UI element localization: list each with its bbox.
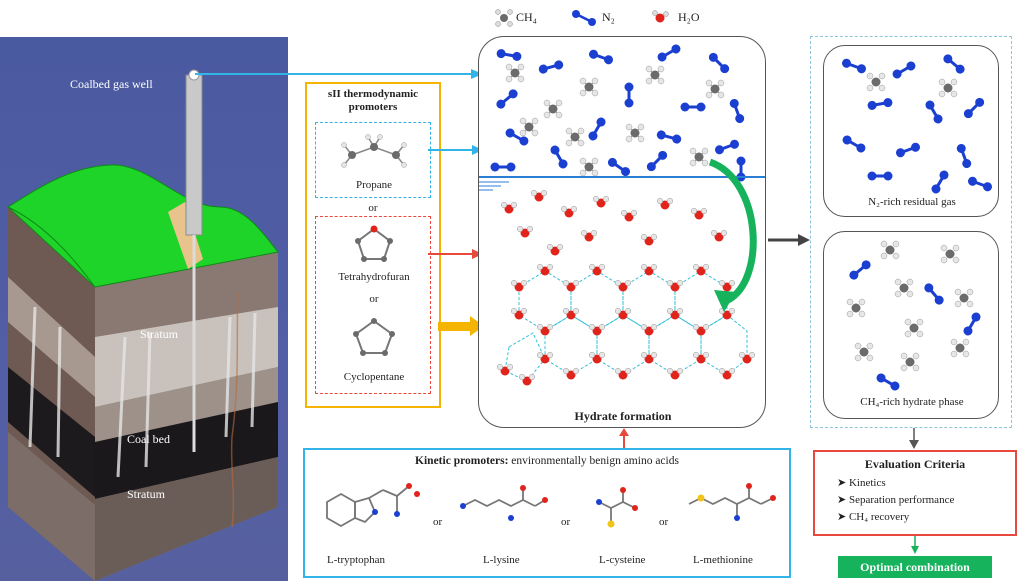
hydrate-phase-box: CH₄-rich hydrate phase (823, 231, 999, 419)
coal-bed-label: Coal bed (127, 432, 170, 446)
bullet-arrow-icon: ➤ (837, 494, 849, 506)
thermo-title: sII thermodynamic promoters (327, 88, 419, 113)
acid-label-lysine: L-lysine (483, 554, 520, 566)
thermo-promoters-panel: sII thermodynamic promoters Propane or T… (305, 82, 441, 408)
propane-label: Propane (355, 179, 393, 191)
thermo-or-2: or (369, 293, 379, 305)
cyclopentane-structure-icon (353, 318, 395, 356)
kinetic-title-rest: environmentally benign amino acids (511, 455, 679, 467)
well-arrow (195, 69, 483, 79)
residual-gas-molecules (839, 51, 995, 196)
criteria-item-kinetics: ➤ Kinetics (837, 477, 886, 489)
stratum-lower-label: Stratum (127, 487, 165, 501)
criteria-title: Evaluation Criteria (864, 457, 966, 471)
hydrate-formation-label: Hydrate formation (574, 409, 672, 423)
legend-n2-icon (572, 10, 596, 26)
results-panel: N₂-rich residual gas CH₄-rich hydrate ph… (810, 36, 1012, 428)
legend (495, 9, 669, 27)
evaluation-criteria-panel: Evaluation Criteria ➤ Kinetics ➤ Separat… (813, 450, 1017, 536)
propane-box: Propane (315, 122, 431, 198)
stratum-upper-label: Stratum (140, 327, 178, 341)
optimal-combination-badge: Optimal combination (838, 556, 992, 578)
geology-panel: Coalbed gas well Stratum Coal bed Stratu… (0, 37, 288, 581)
kinetic-promoters-panel: Kinetic promoters: environmentally benig… (303, 448, 791, 578)
residual-gas-box: N₂-rich residual gas (823, 45, 999, 217)
residual-gas-label: N₂-rich residual gas (868, 196, 956, 208)
lysine-structure-icon (462, 488, 546, 508)
thf-cyclopentane-box: Tetrahydrofuran or Cyclopentane (315, 216, 431, 394)
kinetic-or-1: or (433, 516, 443, 528)
kinetic-or-3: or (659, 516, 669, 528)
legend-ch4-icon (495, 9, 513, 27)
reactor-vessel: Hydrate formation (478, 36, 766, 428)
kinetic-arrow (619, 428, 629, 450)
reactor-molecules (479, 41, 765, 386)
kinetic-or-2: or (561, 516, 571, 528)
thermo-or-1: or (368, 202, 378, 214)
bullet-arrow-icon: ➤ (837, 477, 849, 489)
kinetic-title: Kinetic promoters: environmentally benig… (305, 455, 789, 467)
cysteine-structure-icon (598, 490, 636, 522)
hydrate-phase-molecules (846, 240, 984, 392)
bullet-arrow-icon: ➤ (837, 511, 849, 523)
legend-h2o-label: H₂O (678, 10, 700, 24)
legend-ch4-label: CH₄ (516, 10, 537, 24)
acid-label-tryptophan: L-tryptophan (327, 554, 386, 566)
water-molecules (500, 189, 728, 256)
separation-arrow (768, 234, 810, 246)
thf-label: Tetrahydrofuran (338, 271, 410, 283)
criteria-item-recovery: ➤ CH₄ recovery (837, 511, 910, 523)
thf-structure-icon (355, 225, 393, 262)
acid-label-cysteine: L-cysteine (599, 554, 646, 566)
legend-h2o-icon (652, 10, 669, 23)
enclathration-arrow (708, 158, 757, 312)
promoter-arrows (428, 145, 484, 336)
amino-acid-structures (326, 483, 776, 528)
tryptophan-structure-icon (326, 485, 410, 528)
optimal-label: Optimal combination (860, 560, 970, 574)
cyclopentane-label: Cyclopentane (343, 371, 405, 383)
optimal-arrow (911, 536, 919, 554)
criteria-item-separation: ➤ Separation performance (837, 494, 955, 506)
kinetic-title-bold: Kinetic promoters: (415, 455, 509, 467)
legend-n2-label: N₂ (602, 10, 615, 24)
acid-label-methionine: L-methionine (693, 554, 753, 566)
hydrate-phase-label: CH₄-rich hydrate phase (860, 396, 964, 408)
propane-structure-icon (341, 134, 407, 168)
criteria-arrow (909, 428, 919, 449)
geology-illustration (7, 69, 279, 581)
coalbed-gas-well-label: Coalbed gas well (70, 77, 153, 91)
